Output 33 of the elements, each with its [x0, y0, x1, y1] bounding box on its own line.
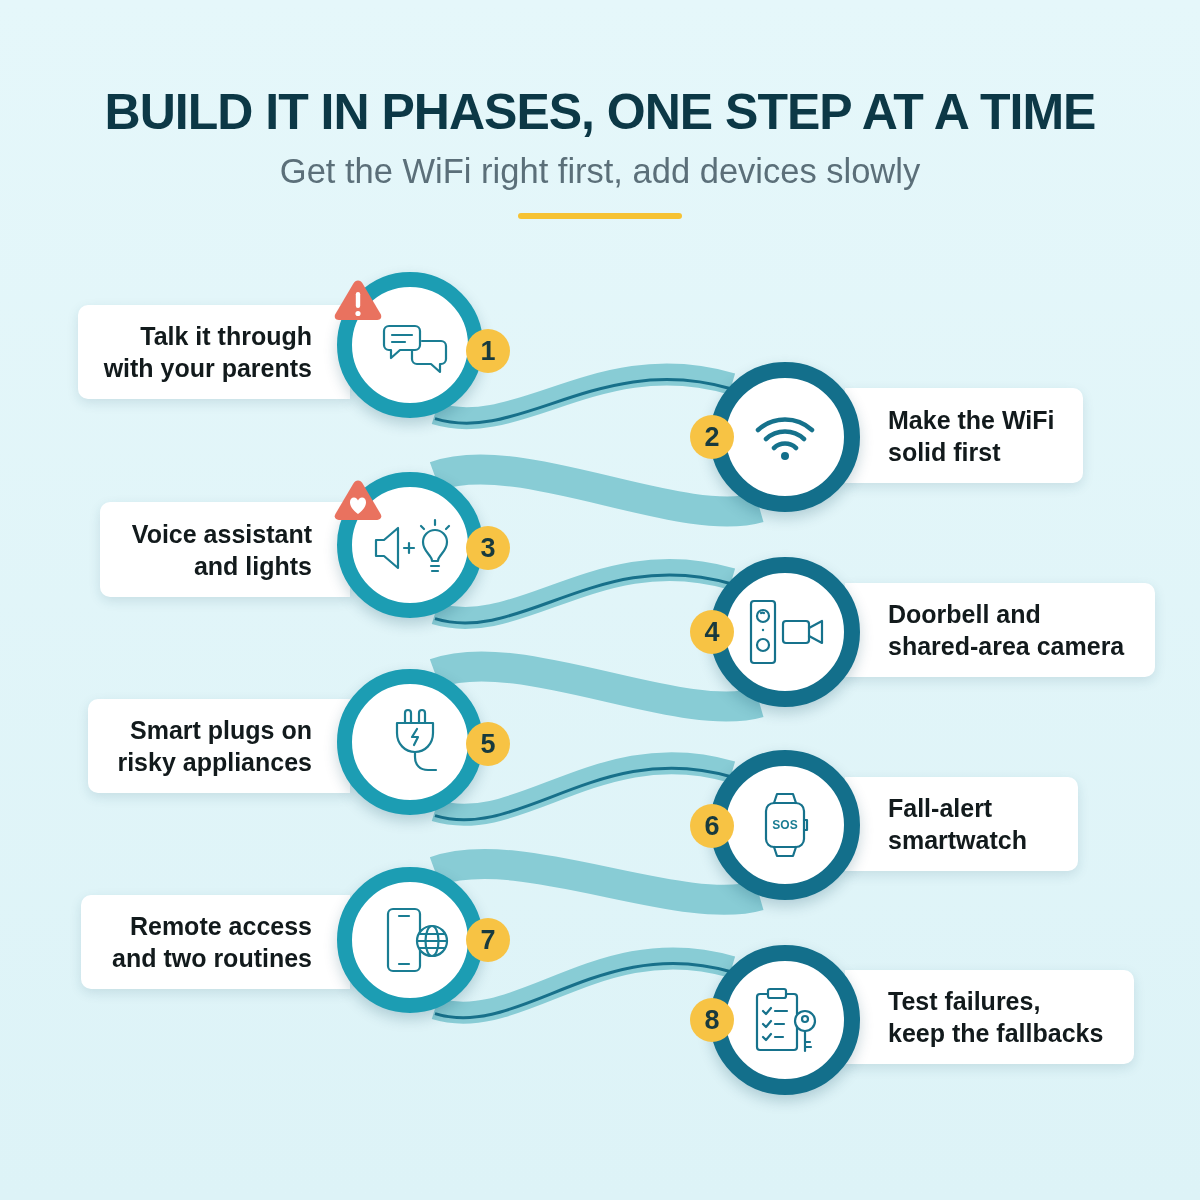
ribbon-connector	[432, 363, 735, 429]
number-badge: 1	[466, 329, 510, 373]
ribbon-connector	[431, 849, 762, 915]
step-label: Test failures, keep the fallbacks	[888, 986, 1105, 1049]
number-badge: 5	[466, 722, 510, 766]
step-card	[845, 970, 1134, 1064]
number-badge: 7	[466, 918, 510, 962]
step-label: Voice assistant and lights	[130, 518, 312, 582]
subtitle: Get the WiFi right first, add devices slowly	[279, 151, 921, 191]
number-badge: 3	[466, 526, 510, 570]
step-label: Talk it through with your parents	[102, 321, 312, 384]
sos-text: SOS	[772, 818, 798, 832]
step-card	[845, 388, 1083, 483]
step-card	[845, 777, 1078, 871]
number-badge: 4	[690, 610, 734, 654]
title: BUILD IT IN PHASES, ONE STEP AT A TIME	[104, 83, 1096, 141]
step-label: Doorbell and shared-area camera	[888, 599, 1126, 662]
step-label: Make the WiFi solid first	[888, 404, 1056, 468]
ribbon-connector	[431, 454, 762, 527]
step-card	[88, 699, 350, 793]
step-label: Remote access and two routines	[111, 911, 312, 974]
number-badge: 2	[690, 415, 734, 459]
step-label: Smart plugs on risky appliances	[116, 715, 312, 778]
step-card	[81, 895, 350, 989]
step-card	[78, 305, 350, 399]
ribbon-connector	[433, 752, 735, 826]
ribbon-connector	[433, 947, 735, 1024]
ribbon-connector	[432, 558, 735, 629]
step-card	[100, 502, 350, 597]
step-card	[845, 583, 1155, 677]
step-label: Fall-alert smartwatch	[888, 793, 1028, 856]
number-badge: 8	[690, 998, 734, 1042]
number-badge: 6	[690, 804, 734, 848]
